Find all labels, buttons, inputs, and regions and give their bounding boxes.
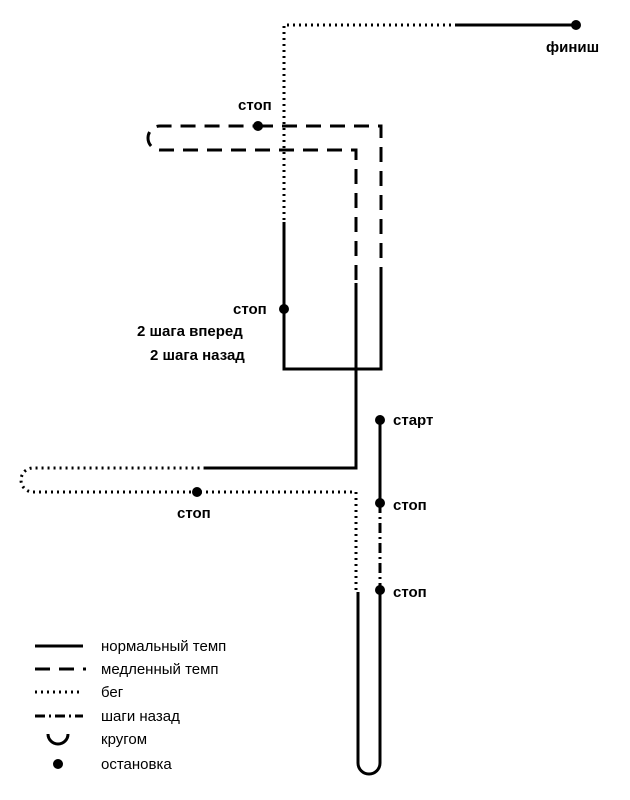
legend-label-back: шаги назад	[101, 708, 180, 725]
finish-dot	[571, 20, 581, 30]
segment-slow-up	[146, 124, 358, 280]
stop-dot-mid	[279, 304, 289, 314]
segment-normal-loop	[282, 222, 383, 371]
segment-run-to-finish	[282, 23, 455, 220]
stop-label-right-1: стоп	[393, 497, 427, 514]
legend-label-run: бег	[101, 684, 124, 701]
legend-u-turn-icon	[46, 733, 70, 746]
legend: нормальный темп медленный темп бег шаги …	[35, 638, 226, 773]
legend-dot-marker-icon	[53, 759, 63, 769]
legend-label-turn: кругом	[101, 731, 147, 748]
segment-normal-right-up	[205, 283, 358, 470]
start-dot	[375, 415, 385, 425]
segment-to-bottom-turn	[356, 590, 382, 776]
stop-dot-top	[253, 121, 263, 131]
stop-label-top: стоп	[238, 97, 272, 114]
start-label: старт	[393, 412, 433, 429]
stop-label-right-2: стоп	[393, 584, 427, 601]
legend-label-normal: нормальный темп	[101, 638, 226, 655]
stop-dot-right-1	[375, 498, 385, 508]
stop-dot-lower-left	[192, 487, 202, 497]
segment-run-left	[19, 466, 205, 494]
steps-forward-label: 2 шага вперед	[137, 323, 243, 340]
steps-back-label: 2 шага назад	[150, 347, 245, 364]
stop-label-mid: стоп	[233, 301, 267, 318]
legend-label-slow: медленный темп	[101, 661, 219, 678]
segment-run-up	[197, 490, 358, 590]
legend-label-stop: остановка	[101, 756, 172, 773]
stop-dot-right-2	[375, 585, 385, 595]
finish-label: финиш	[546, 39, 599, 56]
segment-slow-right	[258, 124, 383, 282]
stop-label-lower-left: стоп	[177, 505, 211, 522]
